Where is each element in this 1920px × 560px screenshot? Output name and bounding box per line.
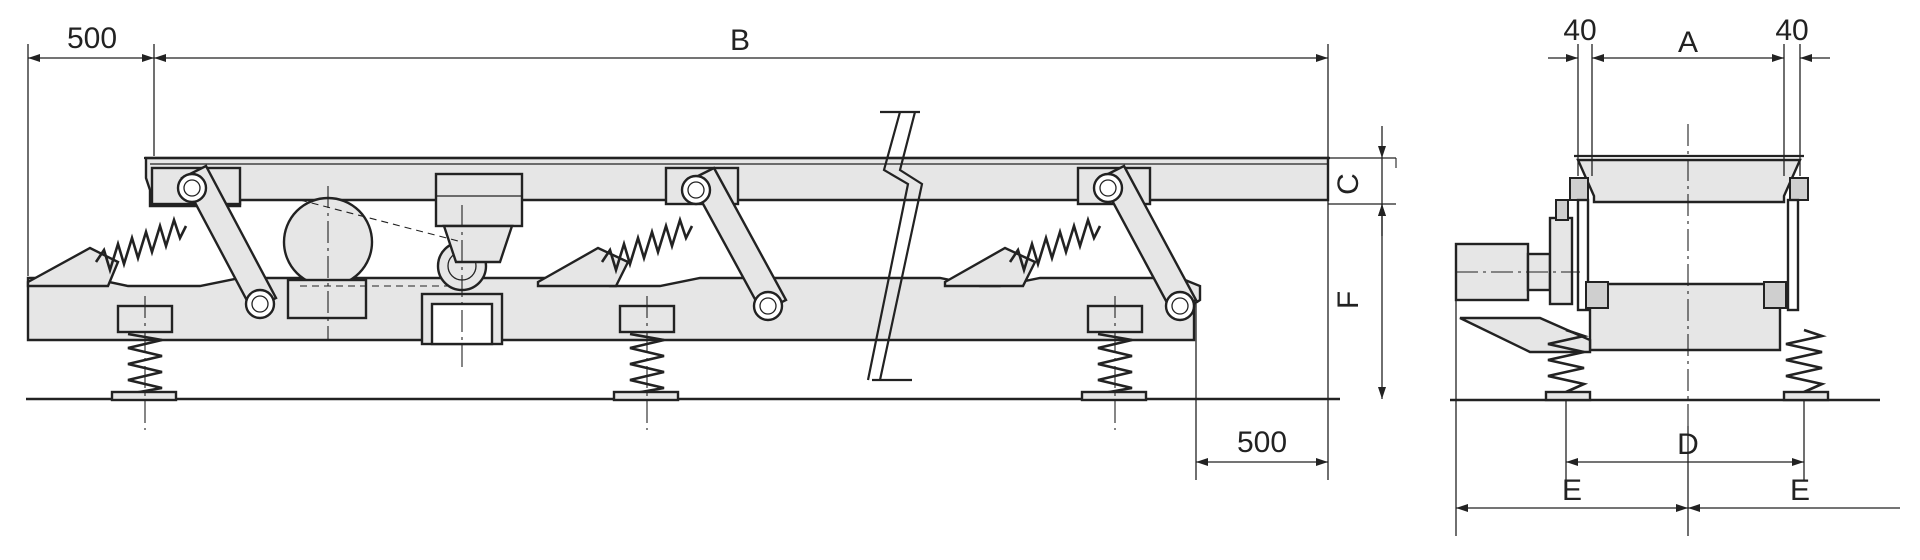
end-dim-label-flange-left: 40 bbox=[1563, 14, 1596, 47]
pivot-pin-upper-2 bbox=[680, 174, 712, 206]
link-arms bbox=[180, 164, 1198, 314]
end-spring-foot-right bbox=[1782, 390, 1830, 402]
spring-foot-3 bbox=[1080, 390, 1148, 402]
end-side-plate-left bbox=[1576, 198, 1590, 312]
side-view-centerlines bbox=[144, 158, 1397, 430]
link-arm-3 bbox=[1098, 164, 1198, 314]
pivot-pin-lower-1-inner bbox=[251, 295, 269, 313]
side-view: 500 B 500 C F bbox=[26, 22, 1397, 480]
pivot-pin-lower-3 bbox=[1164, 290, 1196, 322]
drive-spring-1 bbox=[94, 215, 188, 275]
end-gear-cap bbox=[1555, 199, 1569, 221]
pivot-pin-lower-3-inner bbox=[1171, 297, 1189, 315]
end-gear-housing bbox=[1548, 216, 1574, 306]
pivot-pins bbox=[176, 172, 1196, 322]
drive-unit bbox=[282, 172, 524, 346]
end-base-bracket-right bbox=[1763, 281, 1787, 309]
pivot-pin-lower-2 bbox=[752, 290, 784, 322]
gearbox-housing bbox=[442, 224, 514, 264]
end-base-skirt bbox=[1459, 316, 1592, 354]
link-arm-1 bbox=[180, 164, 278, 312]
end-trough bbox=[1576, 158, 1802, 204]
base-frame bbox=[26, 276, 1202, 342]
end-side-plate-right bbox=[1786, 198, 1800, 312]
belt-upper bbox=[299, 199, 463, 243]
pivot-pin-upper-3 bbox=[1092, 172, 1124, 204]
end-base-frame bbox=[1588, 282, 1782, 352]
drive-springs bbox=[94, 215, 1102, 275]
pivot-pin-upper-1 bbox=[176, 172, 208, 204]
side-view-dimensions bbox=[27, 44, 1396, 480]
end-dim-label-flange-right: 40 bbox=[1775, 14, 1808, 47]
end-trough-bracket-left bbox=[1569, 177, 1589, 201]
dim-label-left-extension: 500 bbox=[67, 22, 117, 55]
spring-foot-2 bbox=[612, 390, 680, 402]
end-view-extension-lines bbox=[1455, 44, 1805, 536]
base-spring-3 bbox=[1097, 332, 1133, 396]
dim-label-height: F bbox=[1332, 291, 1365, 309]
end-view: 40 A 40 D E E bbox=[1450, 14, 1900, 536]
end-dim-label-spring-span: D bbox=[1677, 428, 1699, 461]
end-dim-label-width: A bbox=[1678, 26, 1698, 59]
dim-label-trough-depth: C bbox=[1332, 173, 1365, 195]
base-spring-2 bbox=[629, 332, 665, 396]
break-line-2 bbox=[878, 111, 924, 381]
drive-spring-3 bbox=[1008, 215, 1102, 275]
dim-label-length: B bbox=[730, 24, 750, 57]
spring-foot-1 bbox=[110, 390, 178, 402]
base-spring-1 bbox=[127, 332, 163, 396]
pivot-pin-lower-2-inner bbox=[759, 297, 777, 315]
pivot-pin-lower-1 bbox=[244, 288, 276, 320]
end-trough-bracket-right bbox=[1789, 177, 1809, 201]
dim-label-right-extension: 500 bbox=[1237, 426, 1287, 459]
end-spring-right bbox=[1785, 328, 1827, 394]
pivot-pin-upper-2-inner bbox=[687, 181, 705, 199]
pivot-pin-upper-1-inner bbox=[183, 179, 201, 197]
end-spring-foot-left bbox=[1544, 390, 1592, 402]
drive-spring-2 bbox=[600, 215, 694, 275]
drive-motor bbox=[434, 172, 524, 228]
end-spring-left bbox=[1547, 328, 1589, 394]
pivot-pin-upper-3-inner bbox=[1099, 179, 1117, 197]
end-base-bracket-left bbox=[1585, 281, 1609, 309]
spring-wedge-3 bbox=[943, 246, 1037, 288]
link-arm-2 bbox=[688, 166, 788, 314]
spring-wedge-1 bbox=[26, 246, 120, 288]
end-dim-label-overall-right: E bbox=[1790, 474, 1810, 507]
break-line bbox=[866, 110, 920, 382]
end-dim-label-overall-left: E bbox=[1562, 474, 1582, 507]
